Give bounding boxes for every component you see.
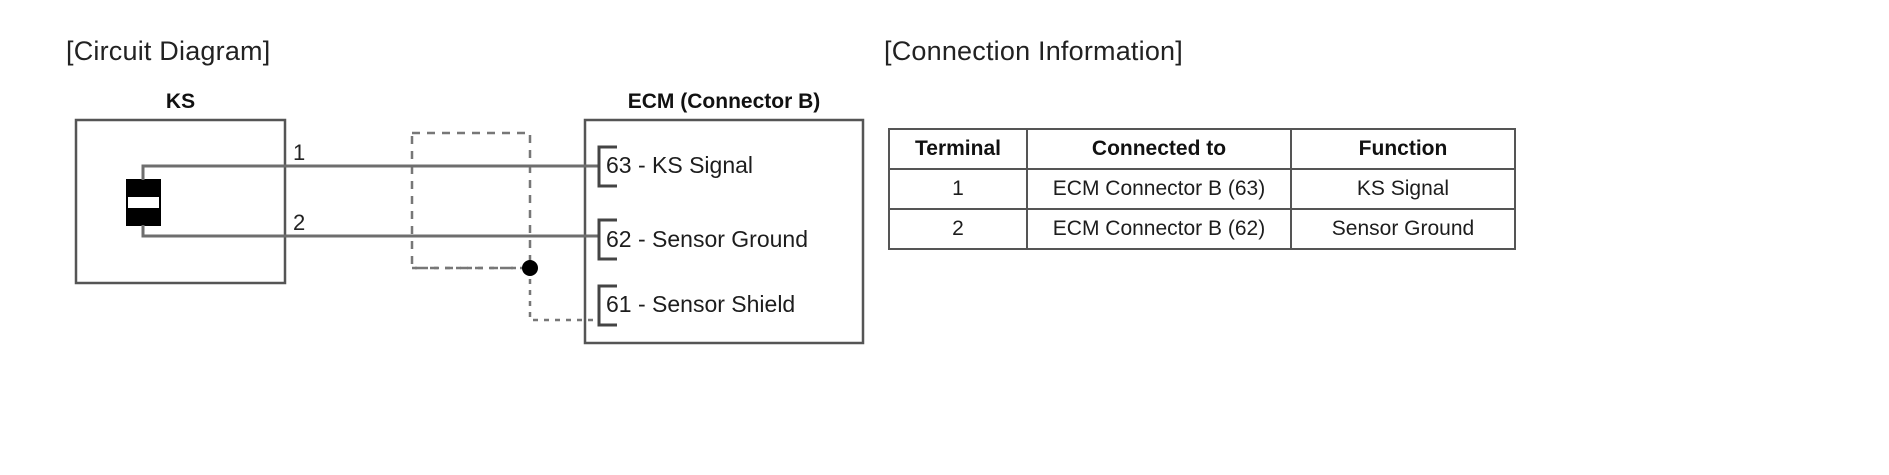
ecm-terminal-bracket-63-icon — [597, 145, 617, 188]
circuit-diagram-canvas — [74, 118, 865, 345]
ecm-terminal-bracket-62-icon — [597, 218, 617, 261]
column-header-function: Function — [1290, 128, 1516, 170]
ks-enclosure-box — [74, 118, 287, 285]
ecm-terminal-label-62: 62 - Sensor Ground — [606, 226, 809, 252]
wire-pin2-sensor-ground — [141, 225, 599, 238]
cell-connected-to: ECM Connector B (62) — [1026, 208, 1292, 250]
ecm-terminal-label-61: 61 - Sensor Shield — [606, 291, 796, 317]
cell-terminal: 2 — [888, 208, 1028, 250]
table-row: 2 ECM Connector B (62) Sensor Ground — [888, 208, 1516, 250]
cell-function: Sensor Ground — [1290, 208, 1516, 250]
circuit-diagram-title: [Circuit Diagram] — [66, 36, 271, 66]
ecm-block-label: ECM (Connector B) — [627, 90, 821, 113]
wire-pin1-ks-signal — [141, 164, 599, 180]
piezo-plate-bottom-icon — [127, 208, 160, 225]
ecm-terminal-label-63: 63 - KS Signal — [606, 152, 754, 178]
column-header-connected-to: Connected to — [1026, 128, 1292, 170]
shield-dashed-boundary — [410, 131, 532, 270]
table-row: 1 ECM Connector B (63) KS Signal — [888, 168, 1516, 210]
column-header-terminal: Terminal — [888, 128, 1028, 170]
table-header-row: Terminal Connected to Function — [888, 128, 1516, 170]
cell-function: KS Signal — [1290, 168, 1516, 210]
connection-information-title: [Connection Information] — [884, 36, 1183, 66]
ks-pin-1-number: 1 — [293, 140, 306, 165]
ks-block-label: KS — [165, 90, 196, 113]
shield-junction-dot — [522, 260, 538, 276]
ecm-enclosure-box — [583, 118, 865, 345]
cell-terminal: 1 — [888, 168, 1028, 210]
connection-information-table: Terminal Connected to Function 1 ECM Con… — [888, 128, 1516, 250]
ecm-terminal-bracket-61-icon — [597, 284, 617, 327]
ks-pin-2-number: 2 — [293, 210, 306, 235]
piezo-plate-top-icon — [127, 180, 160, 197]
wire-shield-to-terminal61 — [528, 268, 599, 322]
cell-connected-to: ECM Connector B (63) — [1026, 168, 1292, 210]
